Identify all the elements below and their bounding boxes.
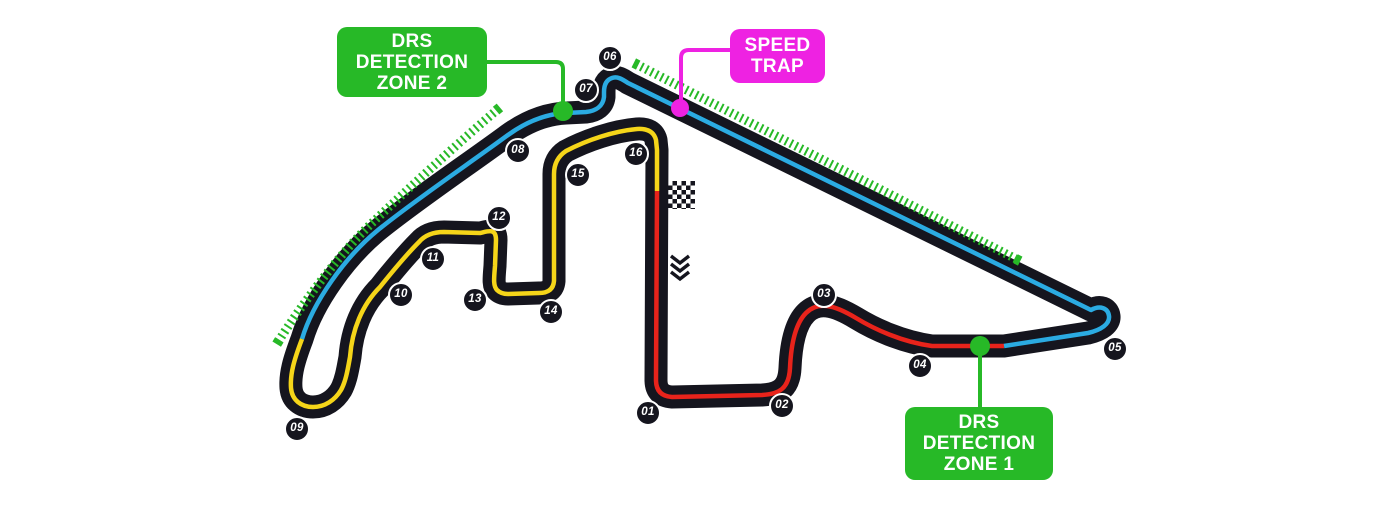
turn-label: 09 bbox=[290, 422, 304, 435]
speed-trap-point bbox=[671, 99, 689, 117]
turn-label: 06 bbox=[603, 51, 617, 64]
turn-label: 13 bbox=[468, 293, 482, 306]
label-line: DETECTION bbox=[922, 433, 1036, 454]
turn-label: 16 bbox=[629, 147, 643, 160]
label-line: DETECTION bbox=[355, 51, 469, 73]
turn-marker-15: 15 bbox=[565, 162, 591, 188]
sector-3-line bbox=[288, 126, 660, 410]
turn-marker-02: 02 bbox=[769, 393, 795, 419]
turn-marker-04: 04 bbox=[907, 353, 933, 379]
turn-marker-06: 06 bbox=[597, 45, 623, 71]
drs-detection-point-2 bbox=[553, 101, 573, 121]
turn-label: 02 bbox=[775, 399, 789, 412]
turn-marker-11: 11 bbox=[420, 246, 446, 272]
drs-zone-hatching-left-diagonal bbox=[272, 103, 504, 347]
turn-label: 01 bbox=[641, 406, 655, 419]
turn-label: 15 bbox=[571, 168, 585, 181]
label-line: ZONE 1 bbox=[943, 454, 1015, 475]
turn-marker-12: 12 bbox=[486, 205, 512, 231]
sector-2-line bbox=[299, 75, 1112, 349]
turn-label: 14 bbox=[544, 305, 558, 318]
drs-zone-2-connector bbox=[485, 60, 565, 105]
turn-marker-13: 13 bbox=[462, 287, 488, 313]
drs-detection-zone-2-label: DRS DETECTION ZONE 2 bbox=[337, 27, 487, 97]
drs-detection-point-1 bbox=[970, 336, 990, 356]
turn-marker-03: 03 bbox=[811, 282, 837, 308]
turn-label: 03 bbox=[817, 288, 831, 301]
sector-1-line bbox=[653, 190, 1004, 400]
turn-label: 08 bbox=[511, 144, 525, 157]
checkered-flag-icon bbox=[668, 181, 695, 209]
turn-marker-08: 08 bbox=[505, 138, 531, 164]
label-line: TRAP bbox=[751, 56, 804, 77]
turn-label: 04 bbox=[913, 359, 927, 372]
speed-trap-connector bbox=[679, 48, 732, 103]
drs-zone-hatching-back-straight bbox=[631, 58, 1023, 266]
drs-detection-zone-1-label: DRS DETECTION ZONE 1 bbox=[905, 407, 1053, 480]
turn-marker-01: 01 bbox=[635, 400, 661, 426]
label-line: ZONE 2 bbox=[376, 72, 448, 94]
turn-marker-16: 16 bbox=[623, 141, 649, 167]
turn-label: 05 bbox=[1108, 342, 1122, 355]
turn-marker-10: 10 bbox=[388, 282, 414, 308]
turn-label: 07 bbox=[579, 83, 593, 96]
turn-label: 12 bbox=[492, 211, 506, 224]
turn-label: 10 bbox=[394, 288, 408, 301]
label-line: SPEED bbox=[744, 35, 811, 56]
label-line: DRS bbox=[391, 30, 433, 52]
turn-marker-09: 09 bbox=[284, 416, 310, 442]
down-chevrons-icon bbox=[669, 254, 691, 282]
label-line: DRS bbox=[958, 412, 1000, 433]
turn-marker-05: 05 bbox=[1102, 336, 1128, 362]
turn-marker-14: 14 bbox=[538, 299, 564, 325]
turn-marker-07: 07 bbox=[573, 77, 599, 103]
turn-label: 11 bbox=[426, 252, 440, 265]
speed-trap-label: SPEED TRAP bbox=[730, 29, 825, 83]
